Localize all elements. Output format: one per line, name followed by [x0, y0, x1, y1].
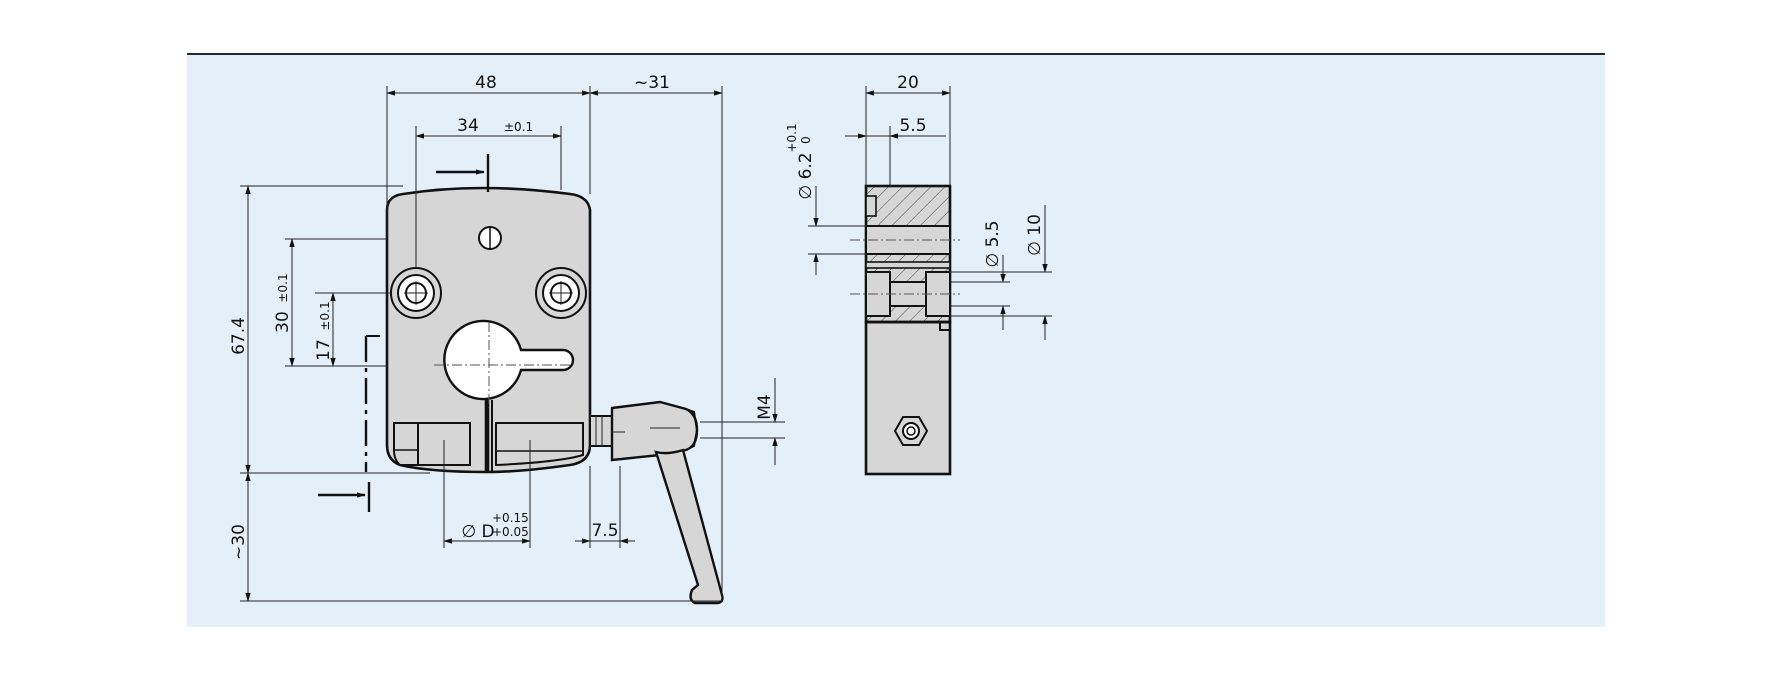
center-bore [443, 319, 575, 401]
dim-lever-offset: ~31 [634, 73, 670, 93]
dim-side-thickness: 20 [897, 73, 919, 93]
dim-hole-spacing-tol: ±0.1 [504, 120, 533, 134]
dim-bore-tol-lower: +0.05 [492, 525, 529, 539]
front-view [240, 86, 785, 605]
dim-counterbore-large: ∅ 10 [1025, 214, 1045, 256]
top-rule [187, 53, 1605, 55]
dim-bore-diameter: ∅ D [461, 522, 494, 542]
dim-bottom-offset: ~30 [229, 524, 249, 560]
dim-hole-height-tol: ±0.1 [276, 273, 290, 302]
side-view [808, 86, 1052, 476]
mounting-hole-left [390, 267, 442, 319]
dim-thread: M4 [755, 394, 775, 419]
dim-bore-height: 17 [314, 339, 334, 361]
dim-counterbore-small: ∅ 5.5 [983, 220, 1003, 267]
pocket-left [393, 422, 471, 466]
dim-hole-tol-lower: 0 [799, 136, 813, 144]
hex-nut [893, 416, 929, 446]
pocket-right [495, 422, 584, 467]
mounting-hole-right [535, 267, 587, 319]
dim-hole-spacing: 34 [457, 116, 479, 136]
side-body-lower [864, 320, 952, 476]
dim-side-offset: 5.5 [899, 116, 926, 136]
dim-bore-tol-upper: +0.15 [492, 511, 529, 525]
dim-bore-height-tol: ±0.1 [318, 301, 332, 330]
dim-width: 48 [475, 73, 497, 93]
dim-lever-distance: 7.5 [591, 521, 618, 541]
clamping-lever [589, 400, 724, 605]
dim-hole-height: 30 [273, 311, 293, 333]
dim-hole-tol-upper: +0.1 [785, 123, 799, 152]
dim-hole-diameter: ∅ 6.2 [796, 152, 816, 199]
dim-height: 67.4 [229, 317, 249, 355]
